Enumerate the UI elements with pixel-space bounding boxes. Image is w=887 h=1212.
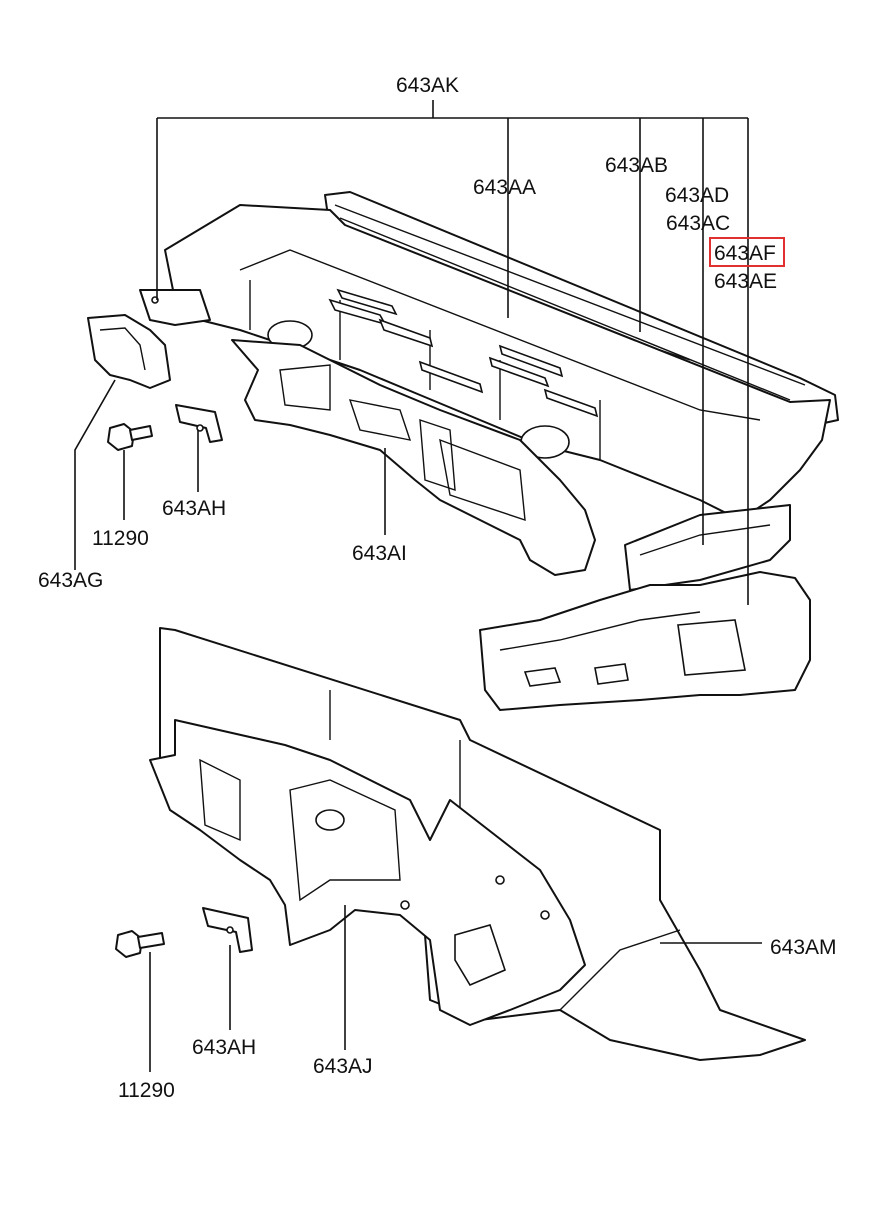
label-11290-bottom: 11290 [118,1079,175,1102]
label-643AE: 643AE [714,270,777,293]
cowl-panel-assembly [164,191,839,521]
dash-insulator [149,719,586,1026]
label-643AI: 643AI [352,542,407,565]
label-643AK: 643AK [396,74,459,97]
part-labels: 643AK 643AA 643AB 643AD 643AC 643AF 643A… [38,74,837,1102]
label-11290-top: 11290 [92,527,149,550]
label-643AF[interactable]: 643AF [714,242,776,265]
dash-lower-panel [231,339,596,576]
clip-top [175,404,223,443]
label-643AG: 643AG [38,569,103,592]
label-643AH-top: 643AH [162,497,226,520]
label-643AD: 643AD [665,184,729,207]
highlight-box [709,237,785,267]
bolt-top [107,423,153,451]
bolt-bottom [115,930,165,958]
leader-lines [74,100,762,1072]
label-643AH-bottom: 643AH [192,1036,256,1059]
label-643AM: 643AM [770,936,837,959]
corner-bracket-643AG [87,289,211,389]
label-643AJ: 643AJ [313,1055,373,1078]
label-643AB: 643AB [605,154,668,177]
label-643AA: 643AA [473,176,536,199]
label-643AC: 643AC [666,212,730,235]
side-cowl-member [479,571,811,711]
clip-bottom [202,907,253,953]
